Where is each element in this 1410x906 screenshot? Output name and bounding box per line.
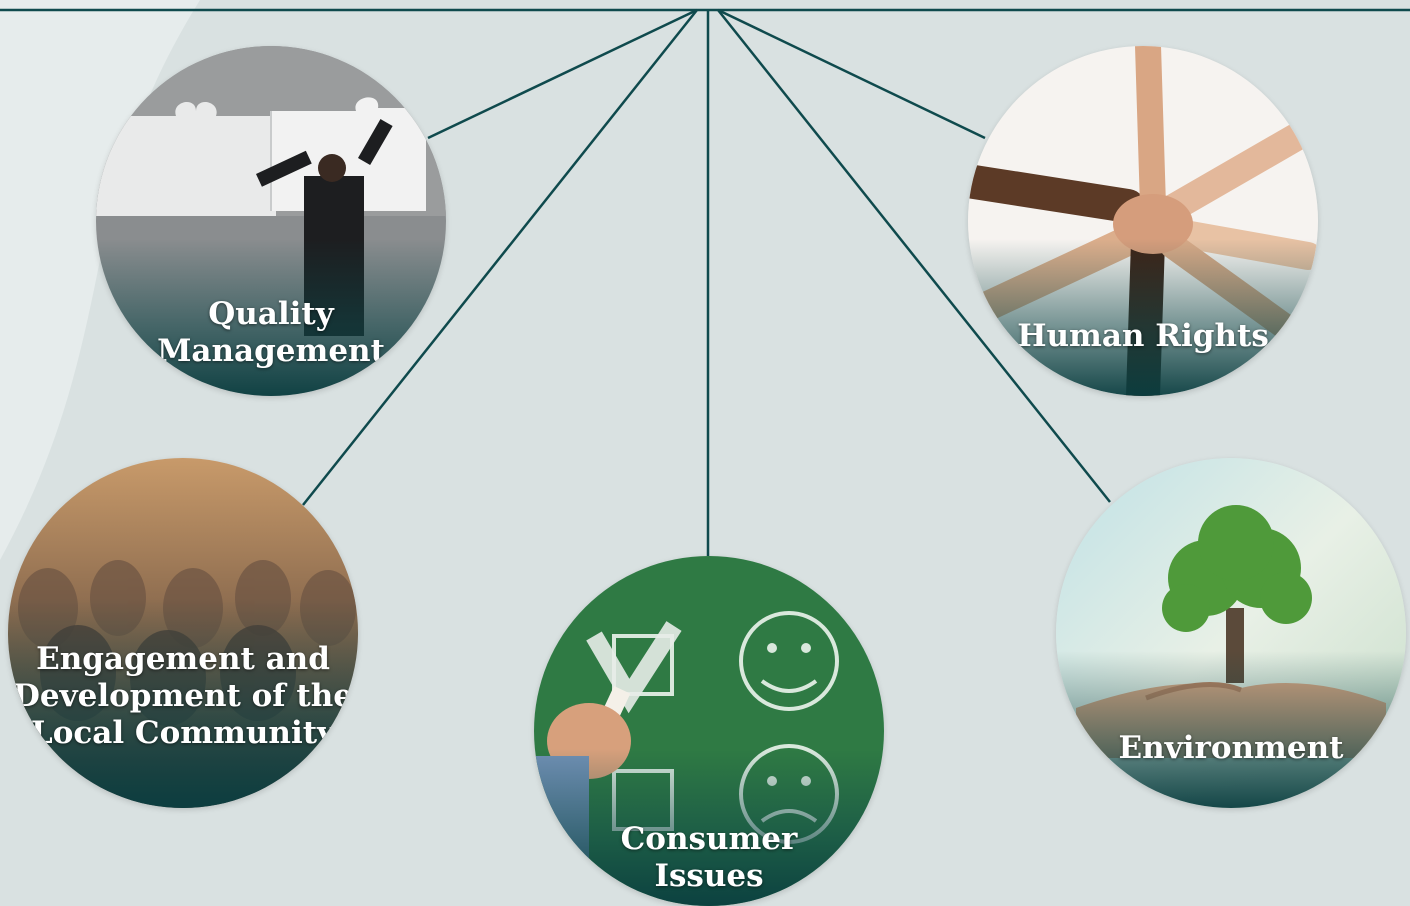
- label-line: Human Rights: [968, 318, 1318, 355]
- connector-human-rights: [718, 10, 985, 138]
- environment-circle: Environment: [1056, 458, 1406, 808]
- label-line: Engagement and: [8, 641, 358, 678]
- human-rights-label: Human Rights: [968, 318, 1318, 355]
- quality-management-label: Quality Management: [96, 296, 446, 370]
- label-line: Quality: [96, 296, 446, 333]
- label-line: Management: [96, 333, 446, 370]
- environment-label: Environment: [1056, 730, 1406, 767]
- consumer-issues-circle: Consumer Issues: [534, 556, 884, 906]
- label-line: Environment: [1056, 730, 1406, 767]
- label-line: Issues: [534, 858, 884, 895]
- label-line: Local Community: [8, 715, 358, 752]
- consumer-issues-label: Consumer Issues: [534, 821, 884, 895]
- label-line: Consumer: [534, 821, 884, 858]
- connector-quality: [428, 10, 697, 138]
- quality-management-circle: Quality Management: [96, 46, 446, 396]
- label-line: Development of the: [8, 678, 358, 715]
- human-rights-circle: Human Rights: [968, 46, 1318, 396]
- community-circle: Engagement and Development of the Local …: [8, 458, 358, 808]
- community-label: Engagement and Development of the Local …: [8, 641, 358, 752]
